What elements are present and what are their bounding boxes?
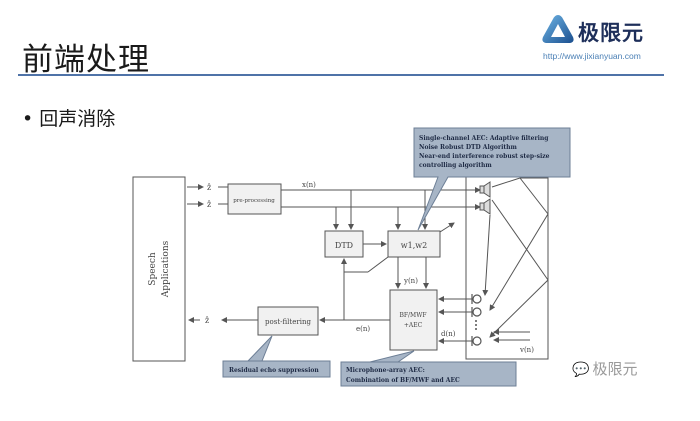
bullet-item: •回声消除	[22, 104, 115, 131]
callout-residual: Residual echo suppression	[222, 335, 331, 378]
bf-label-1: BF/MWF	[399, 312, 426, 319]
bf-label-2: +AEC	[404, 322, 423, 329]
loudspeaker-icon	[479, 198, 491, 215]
svg-text:controlling algorithm: controlling algorithm	[419, 162, 492, 169]
microphone-icon	[471, 294, 482, 304]
bullet-marker: •	[22, 108, 34, 130]
triangle-logo-icon	[542, 15, 574, 43]
post-filtering-box	[257, 306, 319, 336]
signal-e: e(n)	[356, 325, 370, 333]
pre-processing-box	[227, 183, 282, 215]
callout-mic-array: Microphone-array AEC: Combination of BF/…	[340, 350, 517, 387]
svg-text:Microphone-array AEC:: Microphone-array AEC:	[346, 367, 425, 374]
microphone-icon	[471, 336, 482, 346]
logo-url[interactable]: http://www.jixianyuan.com	[543, 51, 641, 61]
dtd-label: DTD	[335, 241, 353, 250]
signal-in-1: ẑ	[207, 183, 211, 192]
signal-v: v(n)	[519, 346, 534, 354]
weights-label: w1,w2	[401, 241, 427, 250]
speech-applications-box	[132, 176, 186, 362]
svg-text:Residual echo suppression: Residual echo suppression	[229, 367, 319, 374]
slide-title: 前端处理	[22, 42, 150, 78]
signal-out: ẑ	[205, 316, 209, 325]
signal-in-2: ẑ	[207, 200, 211, 209]
microphone-icon	[471, 307, 482, 317]
callout-single-channel: Single-channel AEC: Adaptive filtering N…	[413, 127, 571, 231]
watermark: 💬极限元	[572, 358, 637, 379]
loudspeaker-icon	[479, 181, 491, 198]
svg-text:Noise Robust DTD Algorithm: Noise Robust DTD Algorithm	[419, 144, 518, 151]
ellipsis-dots	[475, 320, 477, 330]
signal-d: d(n)	[441, 330, 456, 338]
post-filtering-label: post-filtering	[265, 318, 311, 326]
title-underline	[18, 74, 664, 76]
logo-name: 极限元	[578, 21, 644, 45]
signal-y: y(n)	[403, 277, 418, 285]
svg-text:Near-end interference robust s: Near-end interference robust step-size	[419, 153, 550, 160]
bullet-text: 回声消除	[39, 108, 116, 130]
speech-applications-label-2: Applications	[161, 240, 171, 298]
watermark-text: 极限元	[592, 360, 638, 378]
wechat-icon: 💬	[572, 362, 590, 378]
svg-text:Single-channel AEC: Adaptive: Single-channel AEC: Adaptive filtering	[419, 135, 549, 142]
svg-text:Combination of BF/MWF and AEC: Combination of BF/MWF and AEC	[346, 377, 460, 384]
speech-applications-label: Speech	[148, 252, 158, 286]
signal-x: x(n)	[302, 181, 316, 189]
bf-mwf-aec-box	[389, 289, 438, 351]
weights-box	[387, 230, 441, 258]
pre-processing-label: pre-processing	[233, 198, 275, 204]
